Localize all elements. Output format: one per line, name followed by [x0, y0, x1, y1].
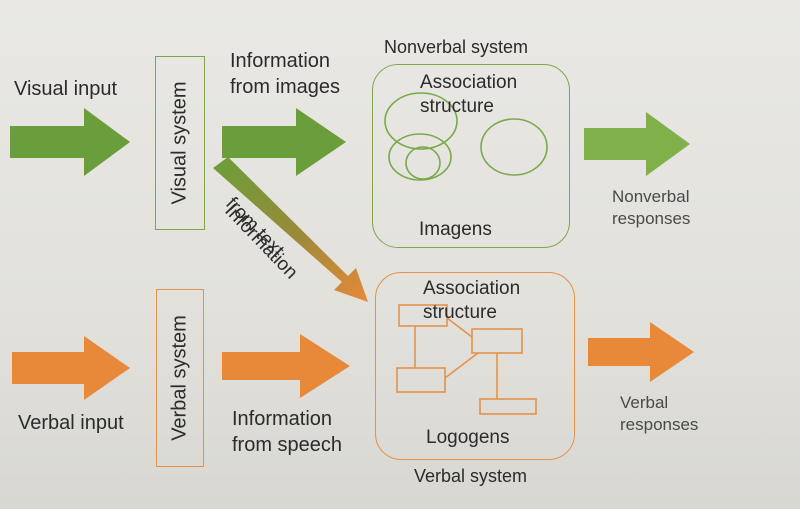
imagens-label: Imagens: [419, 219, 492, 240]
info-speech-label: Information from speech: [232, 408, 343, 456]
logogen-node: [398, 304, 448, 327]
text-arrow: [213, 157, 368, 302]
verbal-responses-label: Verbal responses: [620, 393, 699, 434]
association-circle: [405, 146, 441, 180]
visual-input-arrow: [10, 108, 130, 176]
logogen-node: [396, 367, 446, 393]
visual-input-label: Visual input: [14, 78, 118, 100]
verbal-system-region: [375, 272, 575, 460]
images-arrow: [222, 108, 346, 176]
verbal-response-arrow: [588, 322, 694, 382]
visual-system-box: Visual system: [155, 56, 205, 230]
nonverbal-system-box: [372, 64, 570, 248]
visual-system-label: Visual system: [168, 81, 191, 205]
logogen-node: [479, 398, 537, 415]
nonverbal-association-label: Association structure: [420, 72, 518, 117]
logogens-label: Logogens: [426, 427, 510, 448]
info-images-label: Information from images: [230, 50, 341, 98]
verbal-system-box: Verbal system: [156, 289, 204, 467]
association-circle: [384, 92, 458, 150]
verbal-input-label: Verbal input: [18, 412, 124, 434]
nonverbal-responses-label: Nonverbal responses: [612, 187, 691, 228]
speech-arrow: [222, 334, 350, 398]
nonverbal-response-arrow: [584, 112, 690, 176]
verbal-input-arrow: [12, 336, 130, 400]
logogen-link: [446, 317, 473, 338]
verbal-association-label: Association structure: [423, 278, 521, 323]
nonverbal-system-title: Nonverbal system: [384, 37, 529, 57]
association-circle: [388, 133, 452, 181]
verbal-system-label: Verbal system: [168, 315, 191, 441]
logogen-link: [444, 352, 479, 379]
association-circle: [480, 118, 548, 176]
verbal-system-title: Verbal system: [414, 466, 528, 486]
